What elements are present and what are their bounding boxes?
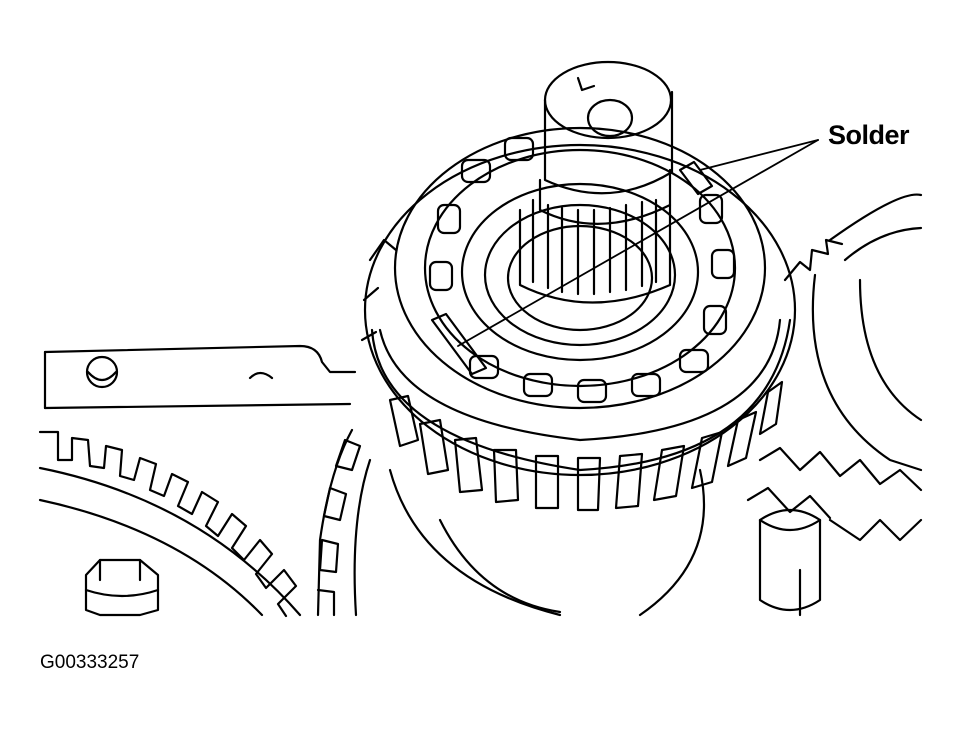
left-large-gear	[38, 430, 302, 618]
right-gears	[746, 193, 923, 617]
callout-leaders	[457, 139, 819, 347]
bearing	[378, 126, 782, 442]
splined-shaft	[518, 60, 674, 304]
solder-pieces	[430, 160, 714, 376]
solder-callout-label: Solder	[828, 120, 910, 150]
main-gear	[360, 143, 797, 512]
bracket-plate	[43, 344, 357, 410]
figure-id: G00333257	[40, 652, 140, 673]
bolt-head	[84, 558, 160, 617]
lower-middle-gear	[316, 428, 706, 617]
